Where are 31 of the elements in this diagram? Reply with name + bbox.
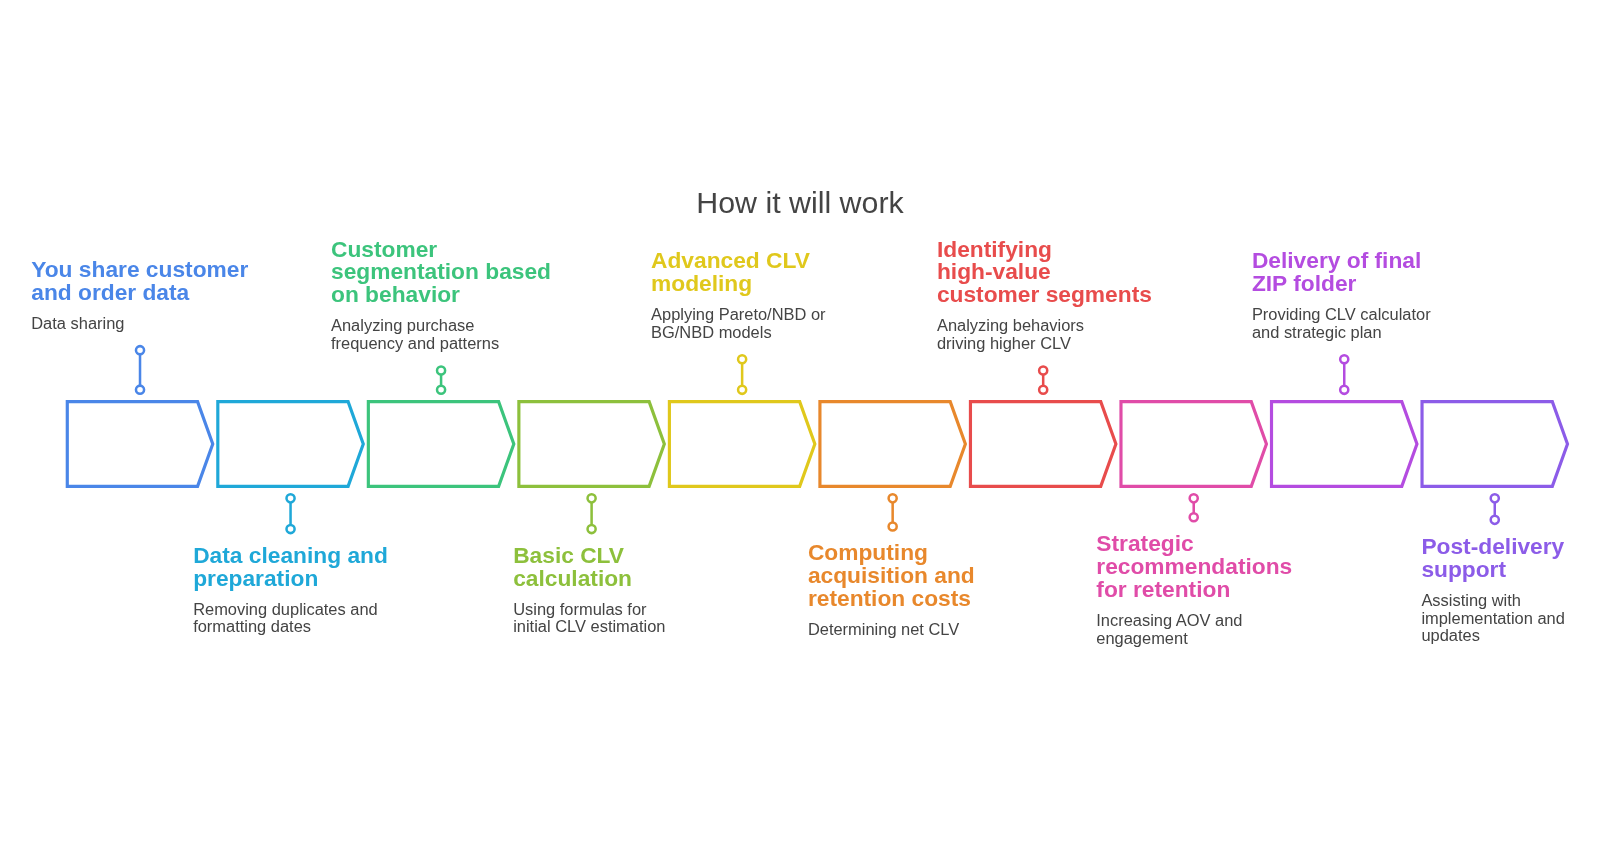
node-chevron [517,400,666,488]
node-text: Data cleaning and preparation Removing duplicates and formatting dates [193,541,388,636]
node-chevron [1119,400,1269,488]
connector [586,493,597,535]
node-text: Customer segmentation based on behavior Analyzing purchase frequency and patterns [331,235,551,353]
node-text: You share customer and order data Data sharing [31,255,249,332]
node-chevron [216,400,365,488]
connector [1188,493,1200,523]
node-text: Delivery of final ZIP folder Providing CLV calculator and strategic plan [1251,247,1431,341]
node-text: Post-delivery support Assisting with implementation and updates [1421,532,1565,645]
node-text: Advanced CLV modeling Applying Pareto/NBD or BG/NBD models [651,247,826,341]
connector [1489,493,1501,526]
node-text: Identifying high-value customer segments Analyzing behaviors driving higher CLV [936,235,1152,353]
connector [1037,365,1049,396]
node-chevron [968,400,1118,488]
connector [134,344,146,395]
node-chevron [65,400,215,488]
node-chevron [366,400,516,488]
diagram-title: How it will work [696,186,904,220]
node-chevron [1420,400,1570,488]
connector [1338,353,1350,396]
connector [285,493,296,535]
connector [435,365,447,396]
node-chevron [667,400,817,488]
node-chevron [1269,400,1419,488]
node-text: Strategic recommendations for retention Increasing AOV and engagement [1096,530,1293,647]
connector [887,493,898,532]
node-text: Computing acquisition and retention costs Determining net CLV [807,539,975,638]
node-text: Basic CLV calculation Using formulas for initial CLV estimation [513,541,666,636]
connector [736,353,748,396]
node-chevron [818,400,968,488]
